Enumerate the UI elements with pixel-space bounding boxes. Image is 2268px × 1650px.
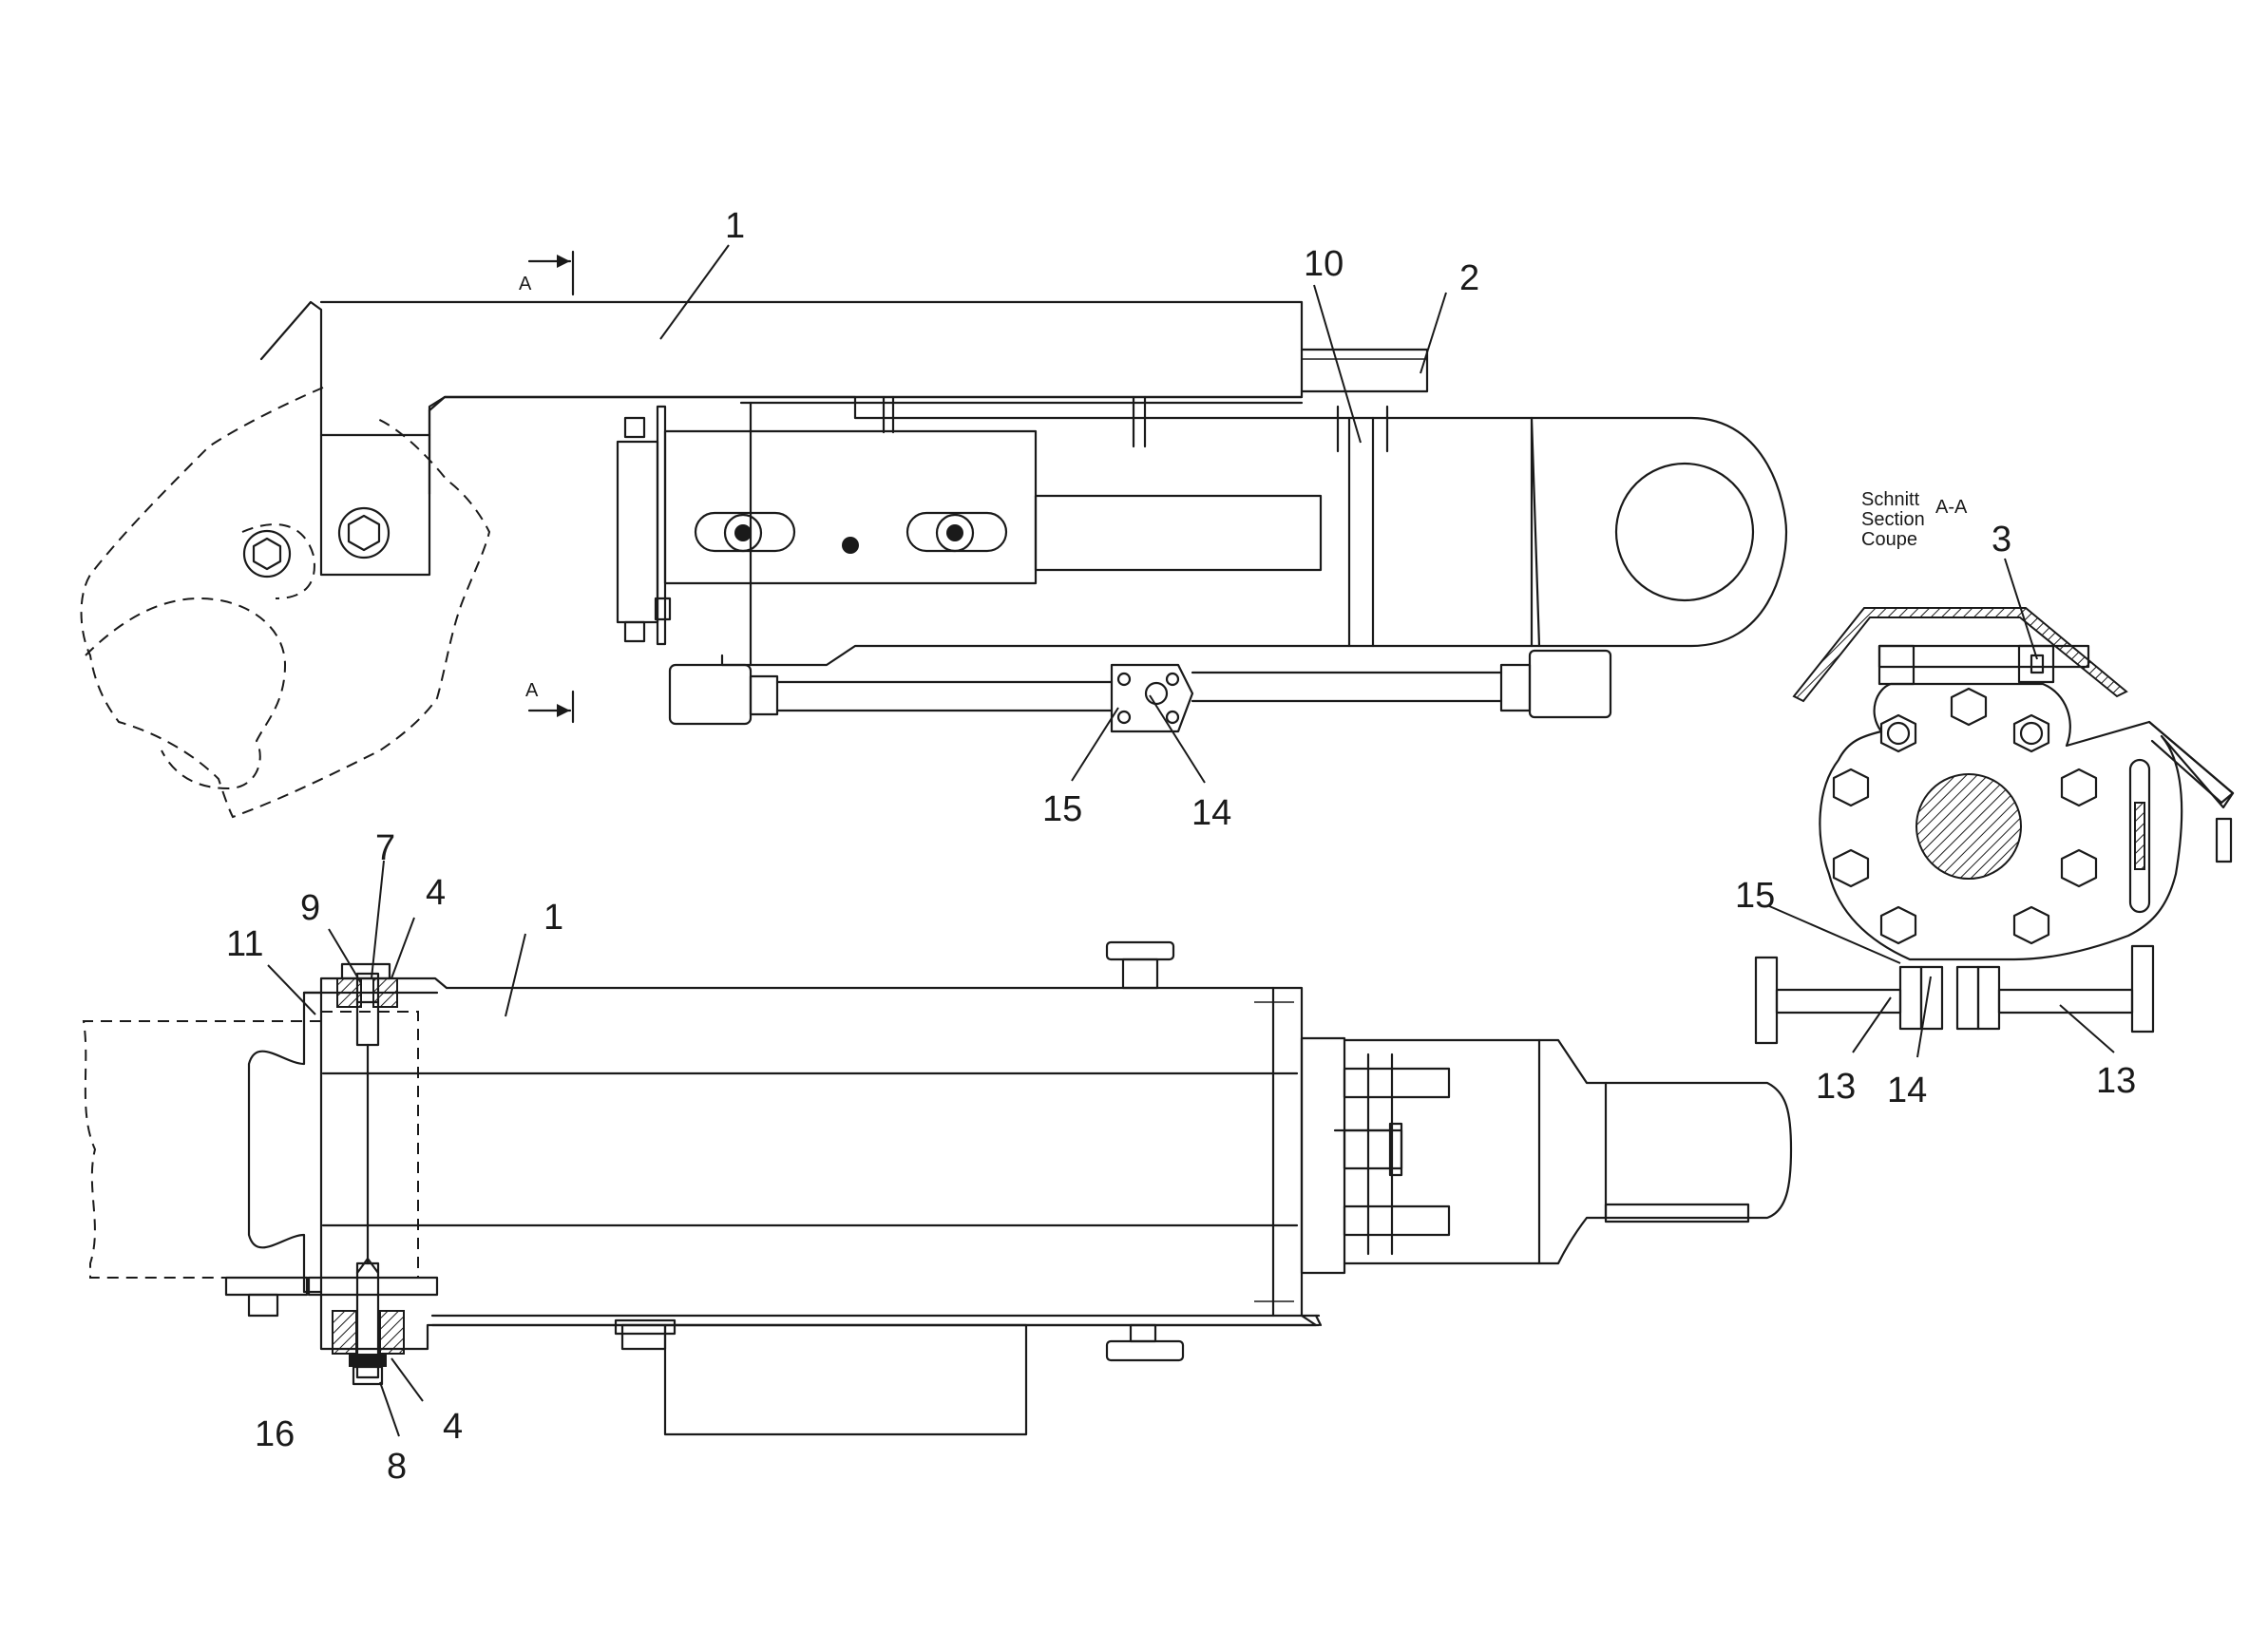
callout-13-section-right: 13	[2096, 1061, 2136, 1101]
cylinder-eye	[1530, 416, 1788, 648]
cylinder-eye-hole	[1614, 462, 1755, 602]
side-view: A A 1 2 10 15 14	[80, 206, 1788, 833]
callout-3-section: 3	[1992, 520, 2011, 559]
plan-hydraulic-block	[663, 1323, 1028, 1436]
section-shaft	[1915, 773, 2022, 880]
plan-bolt-bottom	[224, 1043, 439, 1386]
plan-clip	[247, 991, 323, 1294]
callout-15-top: 15	[1042, 789, 1082, 829]
callout-4-plan-bottom: 4	[443, 1407, 463, 1447]
callout-2-top: 2	[1459, 258, 1479, 298]
plan-main-body	[319, 977, 1318, 1351]
section-letter-top: A	[519, 274, 532, 294]
section-cover	[1792, 607, 2128, 703]
plan-bolt-top	[302, 962, 439, 1047]
section-bolt-heads	[1832, 687, 2151, 945]
section-flange	[1819, 682, 2235, 961]
section-title-line2: Section	[1861, 509, 1925, 530]
callout-13-section-left: 13	[1816, 1067, 1856, 1107]
callout-8-plan: 8	[387, 1447, 407, 1487]
callout-15-section: 15	[1735, 876, 1775, 916]
callout-1-plan: 1	[543, 898, 563, 938]
section-mark-bottom: A	[525, 680, 575, 724]
section-title-line3: Coupe	[1861, 529, 1917, 550]
bracket-bolt	[242, 506, 391, 578]
section-title-line1: Schnitt	[1861, 489, 1920, 510]
clamp-block	[616, 405, 1323, 646]
hydraulic-line	[668, 649, 1612, 733]
callout-9-plan: 9	[300, 888, 320, 928]
section-mark-top: A	[519, 250, 575, 296]
plan-top-knob	[1105, 940, 1175, 961]
callout-14-top: 14	[1191, 793, 1231, 833]
callout-10-top: 10	[1304, 244, 1344, 284]
callout-4-plan-top: 4	[426, 873, 446, 913]
upper-rail	[428, 348, 1429, 412]
section-handles	[1754, 944, 2155, 1045]
section-title-id: A-A	[1935, 497, 1968, 518]
host-bracket-inner	[85, 523, 315, 790]
plan-view: 1 4 7 9 11 16 4 8	[82, 828, 1793, 1487]
plan-host-outline	[82, 1020, 321, 1279]
callout-16-plan: 16	[255, 1414, 295, 1454]
callout-14-section: 14	[1887, 1071, 1927, 1110]
section-letter-bottom: A	[525, 680, 539, 701]
callout-7-plan: 7	[375, 828, 395, 868]
section-a-a: Schnitt Section Coupe A-A	[1735, 489, 2235, 1110]
host-bracket-outline	[80, 387, 491, 819]
callout-1-top: 1	[725, 206, 745, 246]
plan-clevis	[1300, 1036, 1793, 1275]
callout-11-plan: 11	[226, 924, 263, 964]
